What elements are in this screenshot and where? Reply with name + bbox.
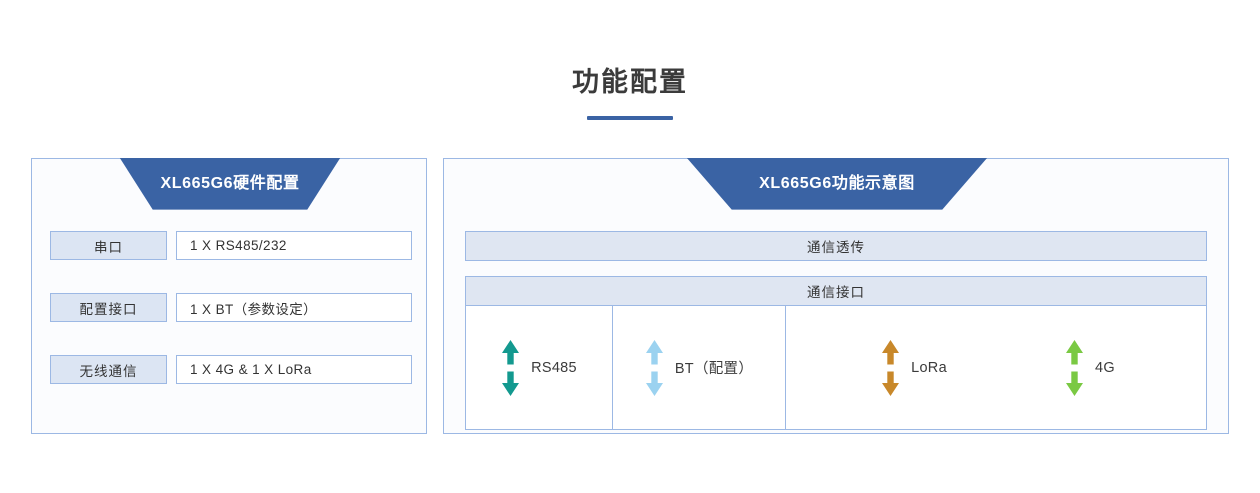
interface-item-bt: BT（配置） xyxy=(645,339,754,396)
spec-key-serial: 串口 xyxy=(50,231,167,260)
hardware-spec-list: 串口 1 X RS485/232 配置接口 1 X BT（参数设定） 无线通信 … xyxy=(50,231,412,384)
interface-label-lora: LoRa xyxy=(911,359,947,376)
communication-interface-bar: 通信接口 xyxy=(465,276,1207,306)
spec-value-config-port: 1 X BT（参数设定） xyxy=(176,293,412,322)
interface-cell-rs485: RS485 xyxy=(466,306,613,429)
double-arrow-icon xyxy=(882,339,900,396)
interface-item-lora: LoRa xyxy=(881,339,947,396)
interface-cell-wireless: LoRa 4G xyxy=(786,306,1206,429)
interface-cell-bt: BT（配置） xyxy=(613,306,786,429)
interface-label-bt: BT（配置） xyxy=(674,361,754,377)
spec-key-config-port: 配置接口 xyxy=(50,293,167,322)
double-arrow-icon xyxy=(1065,339,1083,396)
transparent-transmission-bar: 通信透传 xyxy=(465,231,1207,261)
spec-value-wireless: 1 X 4G & 1 X LoRa xyxy=(176,355,412,384)
function-diagram: 通信透传 通信接口 RS485 xyxy=(465,231,1207,430)
function-diagram-panel: XL665G6功能示意图 通信透传 通信接口 RS485 xyxy=(443,157,1229,434)
function-diagram-banner-label: XL665G6功能示意图 xyxy=(759,174,915,192)
function-diagram-banner: XL665G6功能示意图 xyxy=(686,157,988,210)
interface-item-4g: 4G xyxy=(1065,339,1115,396)
interface-cells-container: RS485 BT（配置） xyxy=(465,306,1207,430)
interface-label-4g: 4G xyxy=(1094,359,1115,376)
interface-label-rs485: RS485 xyxy=(531,359,577,376)
table-row: 配置接口 1 X BT（参数设定） xyxy=(50,293,412,322)
interface-item-rs485: RS485 xyxy=(501,339,577,396)
table-row: 串口 1 X RS485/232 xyxy=(50,231,412,260)
page-title: 功能配置 xyxy=(572,67,688,97)
hardware-config-banner-label: XL665G6硬件配置 xyxy=(160,174,300,192)
table-row: 无线通信 1 X 4G & 1 X LoRa xyxy=(50,355,412,384)
bar-spacer xyxy=(465,261,1207,276)
hardware-config-banner: XL665G6硬件配置 xyxy=(119,157,341,210)
title-underline-rule xyxy=(587,116,673,120)
double-arrow-icon xyxy=(502,339,520,396)
page-title-block: 功能配置 xyxy=(0,64,1260,120)
spec-key-wireless: 无线通信 xyxy=(50,355,167,384)
double-arrow-icon xyxy=(645,339,663,396)
spec-value-serial: 1 X RS485/232 xyxy=(176,231,412,260)
hardware-config-panel: XL665G6硬件配置 串口 1 X RS485/232 配置接口 1 X BT… xyxy=(31,157,427,434)
